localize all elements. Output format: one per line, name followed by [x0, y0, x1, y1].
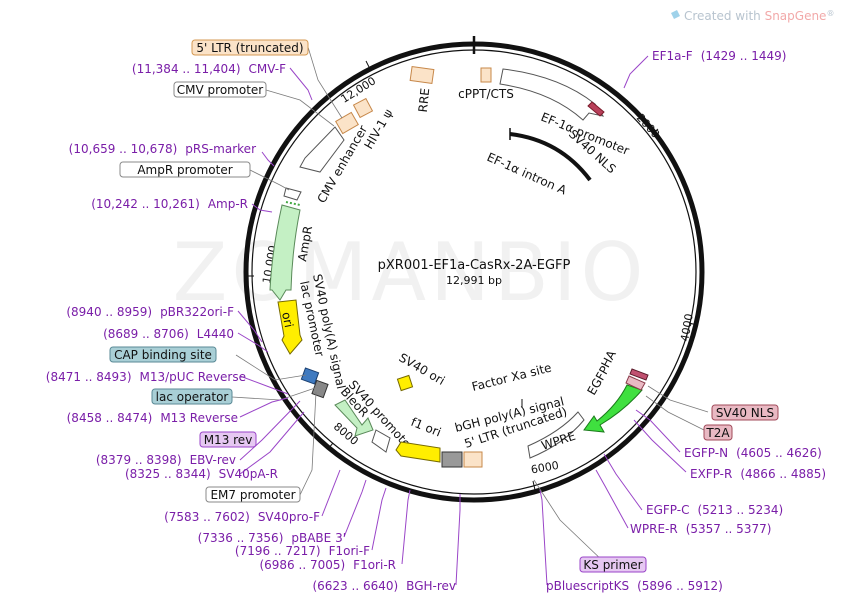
ks-primer-label: KS primer	[583, 558, 642, 572]
sv40-nls-arc	[587, 101, 605, 117]
ampr-arrow	[269, 204, 301, 301]
ltr-feature-top	[335, 111, 359, 135]
m13-rev-label: M13 rev	[204, 433, 253, 447]
watermark: ZOMANBIO	[173, 226, 648, 319]
sv40-ori-feature	[396, 374, 414, 392]
plasmid-name: pXR001-EF1a-CasRx-2A-EGFP	[378, 258, 571, 273]
primer-m13-reverse: (8458 .. 8474)M13 Reverse	[67, 411, 238, 425]
bleor-arrow	[334, 399, 374, 437]
ampr-label: AmpR	[295, 225, 315, 263]
em7-promoter-label: EM7 promoter	[210, 488, 295, 502]
tick-4000: 4000	[678, 313, 696, 343]
primer-prs-marker: (10,659 .. 10,678)pRS-marker	[69, 142, 256, 156]
tick-mark-12000	[365, 60, 371, 70]
tick-mark-2000	[651, 128, 659, 135]
ltr-truncated-label: 5' LTR (truncated)	[196, 41, 303, 55]
lac-operator-label: lac operator	[156, 390, 229, 404]
rre-label: RRE	[416, 87, 432, 113]
primer-wpre-r: WPRE-R(5357 .. 5377)	[630, 522, 771, 536]
cap-binding-label: CAP binding site	[114, 348, 212, 362]
lac-operator-box: lac operator	[151, 388, 233, 405]
primer-ef1a-f: EF1a-F(1429 .. 1449)	[652, 49, 786, 63]
primer-sv40pa-r: (8325 .. 8344)SV40pA-R	[125, 467, 278, 481]
tick-12000: 12,000	[339, 74, 379, 105]
wpre-feature	[527, 411, 585, 459]
sv40-nls-box-label: SV40 NLS	[716, 406, 774, 420]
ampr-promoter-label: AmpR promoter	[137, 163, 232, 177]
tick-6000: 6000	[530, 459, 560, 477]
ampr-promoter-feature	[283, 187, 302, 201]
primer-egfp-n: EGFP-N(4605 .. 4626)	[684, 446, 822, 460]
tick-mark-6000	[532, 480, 536, 491]
primer-exfp-r: EXFP-R(4866 .. 4885)	[690, 467, 826, 481]
primer-l4440: (8689 .. 8706)L4440	[103, 327, 234, 341]
snapgene-credit: Created with SnapGene®	[671, 9, 834, 23]
ef1a-intron-label: EF-1α intron A	[485, 150, 569, 198]
primer-leaders-left	[237, 67, 461, 586]
ori-label: ori	[279, 311, 296, 329]
sv40-nls-box: SV40 NLS	[711, 404, 779, 421]
sv40-promoter-arrow	[371, 429, 391, 453]
primer-pbabe3: (7336 .. 7356)pBABE 3'	[198, 531, 346, 545]
primer-ebv-rev: (8379 .. 8398)EBV-rev	[96, 453, 236, 467]
factor-xa-label: Factor Xa site	[470, 361, 553, 394]
em7-promoter-box: EM7 promoter	[205, 486, 301, 503]
primer-bgh-rev: (6623 .. 6640)BGH-rev	[312, 579, 456, 593]
credit-prefix: Created with	[684, 9, 765, 23]
tick-mark-8000	[327, 442, 334, 450]
sv40-nls-feature	[629, 368, 649, 381]
rre-feature	[409, 65, 435, 85]
credit-brand: SnapGene	[765, 9, 827, 23]
cmv-promoter-label: CMV promoter	[177, 83, 264, 97]
ltr-truncated-box: 5' LTR (truncated)	[191, 39, 309, 56]
tick-mark-4000	[688, 322, 698, 326]
ampr-signal	[285, 201, 301, 206]
t2a-box: T2A	[703, 424, 733, 441]
cmv-promoter-box: CMV promoter	[173, 81, 267, 98]
hiv1-psi-feature	[352, 97, 374, 119]
cppt-label: cPPT/CTS	[458, 87, 514, 101]
ampr-promoter-box: AmpR promoter	[119, 161, 251, 178]
primer-m13-puc-reverse: (8471 .. 8493)M13/pUC Reverse	[46, 370, 246, 384]
t2a-feature	[625, 375, 646, 391]
svg-text:Created with SnapGene®: Created with SnapGene®	[684, 9, 834, 23]
t2a-label: T2A	[705, 426, 730, 440]
primer-pbr322ori-f: (8940 .. 8959)pBR322ori-F	[66, 305, 234, 319]
primer-sv40pro-f: (7583 .. 7602)SV40pro-F	[164, 510, 320, 524]
bgh-polya-feature	[441, 451, 463, 468]
primer-f1ori-r: (6986 .. 7005)F1ori-R	[259, 558, 396, 572]
leader-lines-right	[533, 385, 709, 565]
credit-reg: ®	[826, 9, 834, 18]
primer-f1ori-f: (7196 .. 7217)F1ori-F	[235, 544, 370, 558]
primer-amp-r: (10,242 .. 10,261)Amp-R	[91, 197, 248, 211]
primer-pbluescriptks: pBluescriptKS(5896 .. 5912)	[546, 579, 723, 593]
cppt-feature	[480, 67, 492, 83]
primer-leaders-right	[539, 55, 687, 586]
ori-arrow	[277, 299, 303, 355]
ef1a-promoter-arrow	[499, 68, 605, 121]
ks-primer-box: KS primer	[579, 556, 647, 573]
snapgene-logo-icon	[671, 10, 680, 19]
f1-ori-label: f1 ori	[409, 415, 443, 440]
cap-site-feature	[300, 367, 320, 385]
egfp-arrow	[583, 384, 643, 433]
ltr-feature-bottom	[463, 451, 483, 468]
primer-cmv-f: (11,384 .. 11,404)CMV-F	[132, 62, 286, 76]
ef1a-intron-arc	[509, 132, 592, 182]
primer-egfp-c: EGFP-C(5213 .. 5234)	[646, 503, 783, 517]
plasmid-length: 12,991 bp	[446, 274, 502, 287]
cmv-enhancer-arrow	[299, 126, 345, 173]
m13-rev-box: M13 rev	[199, 431, 257, 448]
cap-binding-box: CAP binding site	[109, 346, 217, 363]
f1-ori-arrow	[395, 441, 441, 463]
leader-lines-left	[231, 46, 343, 496]
